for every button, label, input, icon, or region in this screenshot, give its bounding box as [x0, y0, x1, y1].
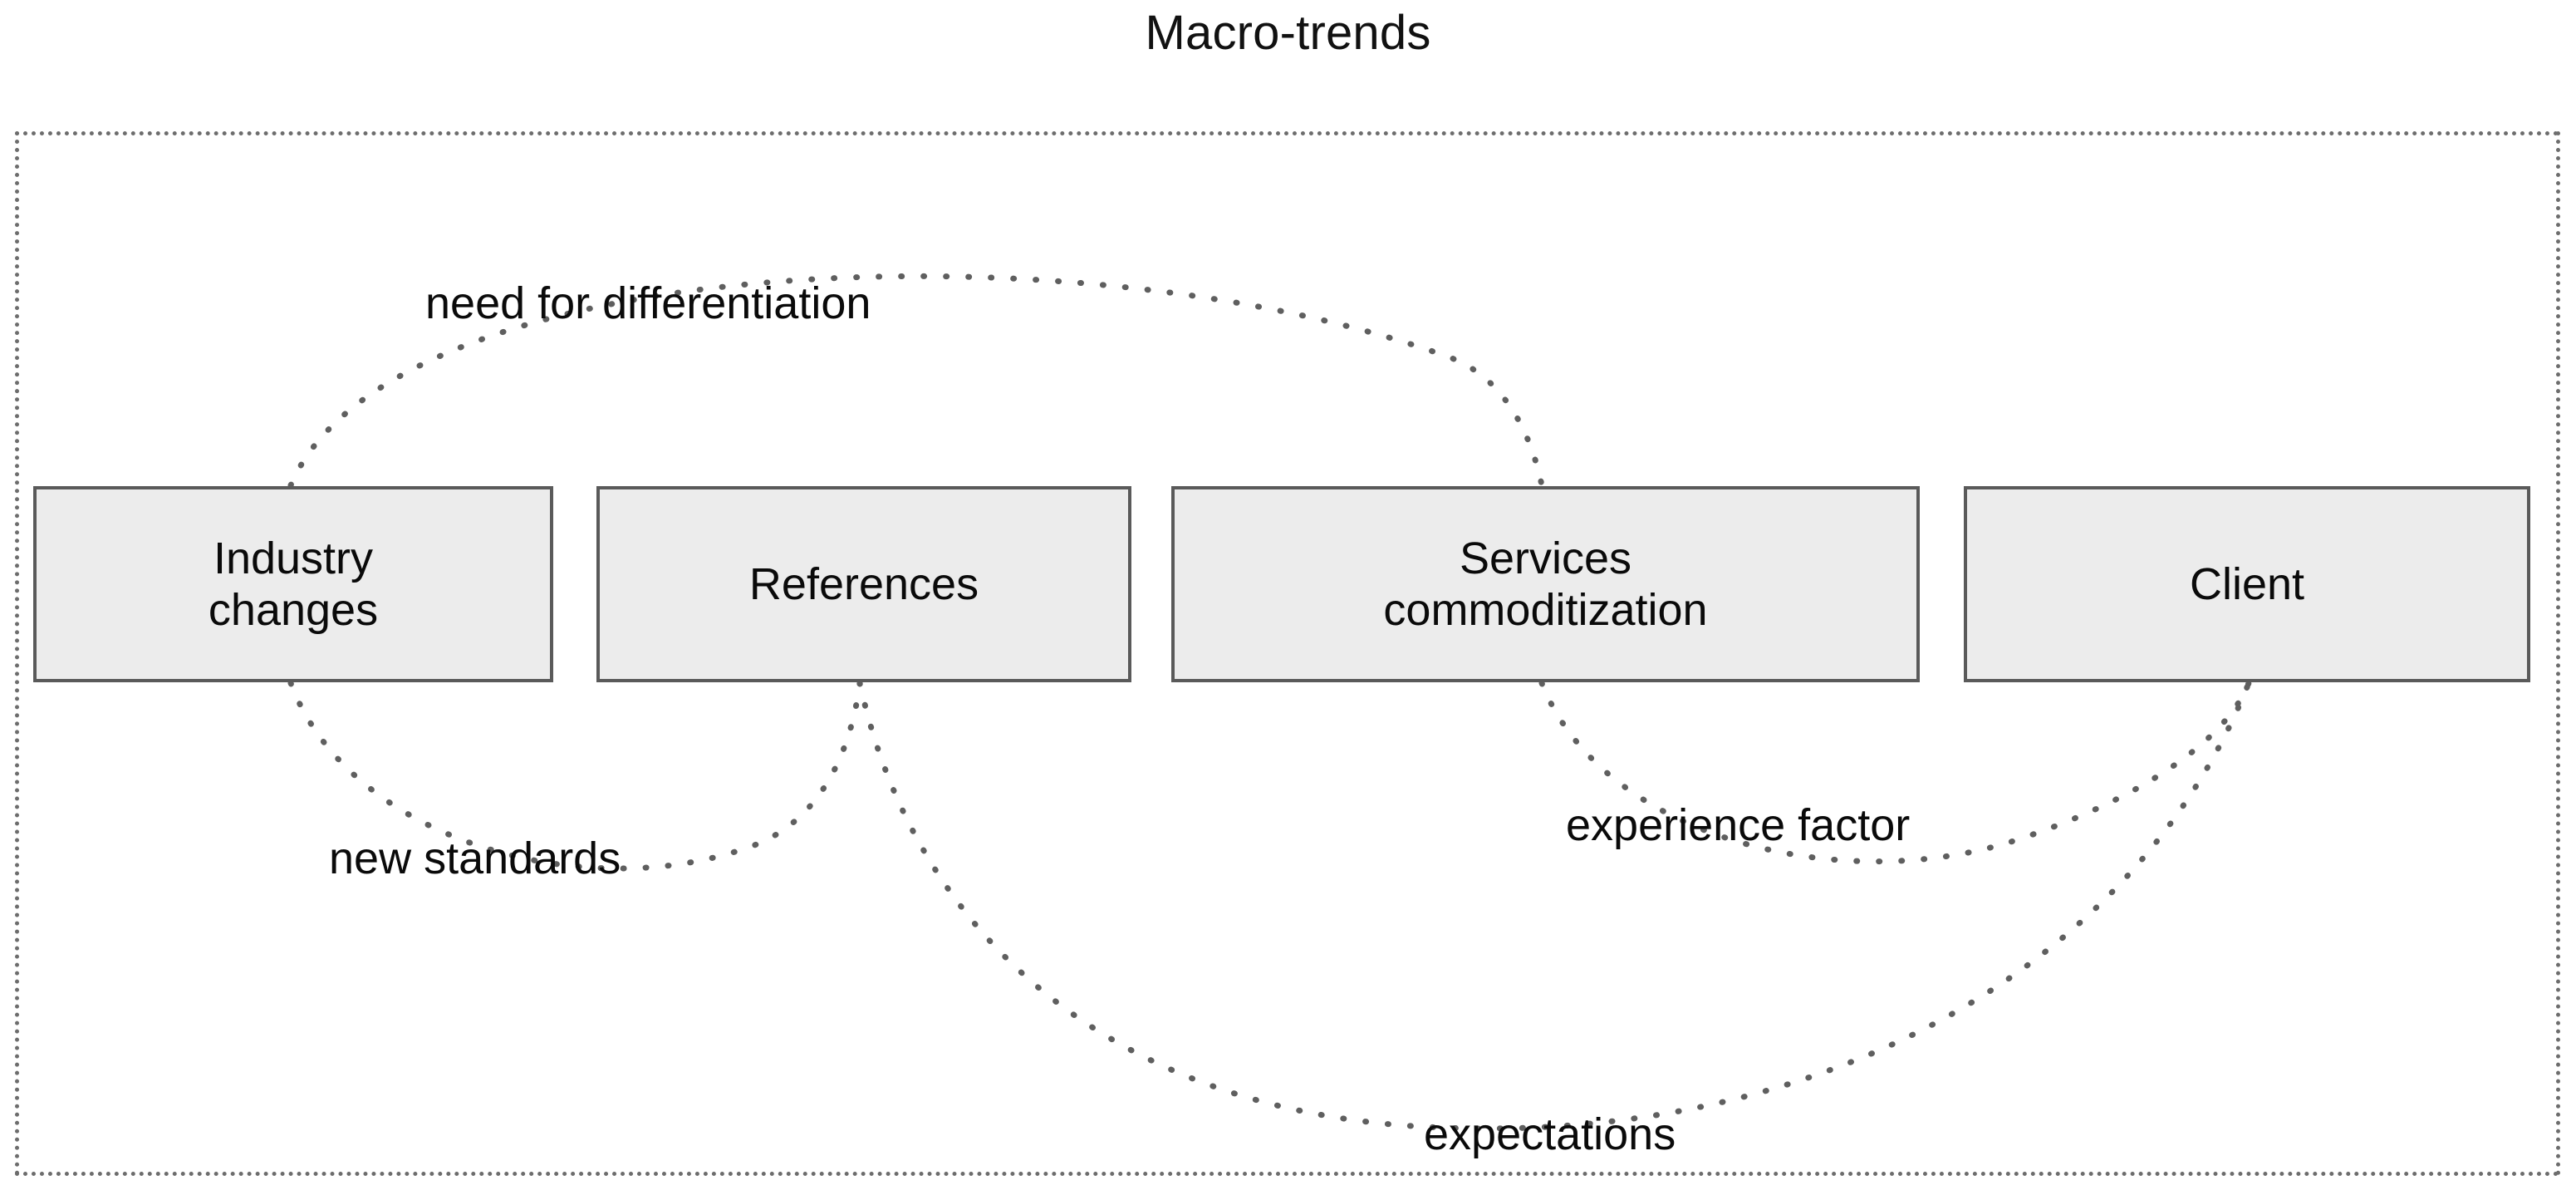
node-label: Industry changes	[208, 534, 379, 635]
node-label: Client	[2189, 559, 2305, 609]
node-client[interactable]: Client	[1964, 486, 2530, 682]
page-title: Macro-trends	[1145, 6, 1431, 60]
edge-label-experience-factor: experience factor	[1566, 800, 1911, 850]
edge-label-need-for-differentiation: need for differentiation	[425, 278, 871, 328]
macro-trends-boundary	[15, 131, 2560, 1176]
edge-label-new-standards: new standards	[329, 834, 621, 883]
node-industry-changes[interactable]: Industry changes	[33, 486, 553, 682]
edge-label-expectations: expectations	[1424, 1109, 1676, 1159]
node-services-commoditization[interactable]: Services commoditization	[1171, 486, 1920, 682]
node-references[interactable]: References	[596, 486, 1131, 682]
node-label: Services commoditization	[1383, 534, 1708, 635]
node-label: References	[748, 559, 979, 609]
